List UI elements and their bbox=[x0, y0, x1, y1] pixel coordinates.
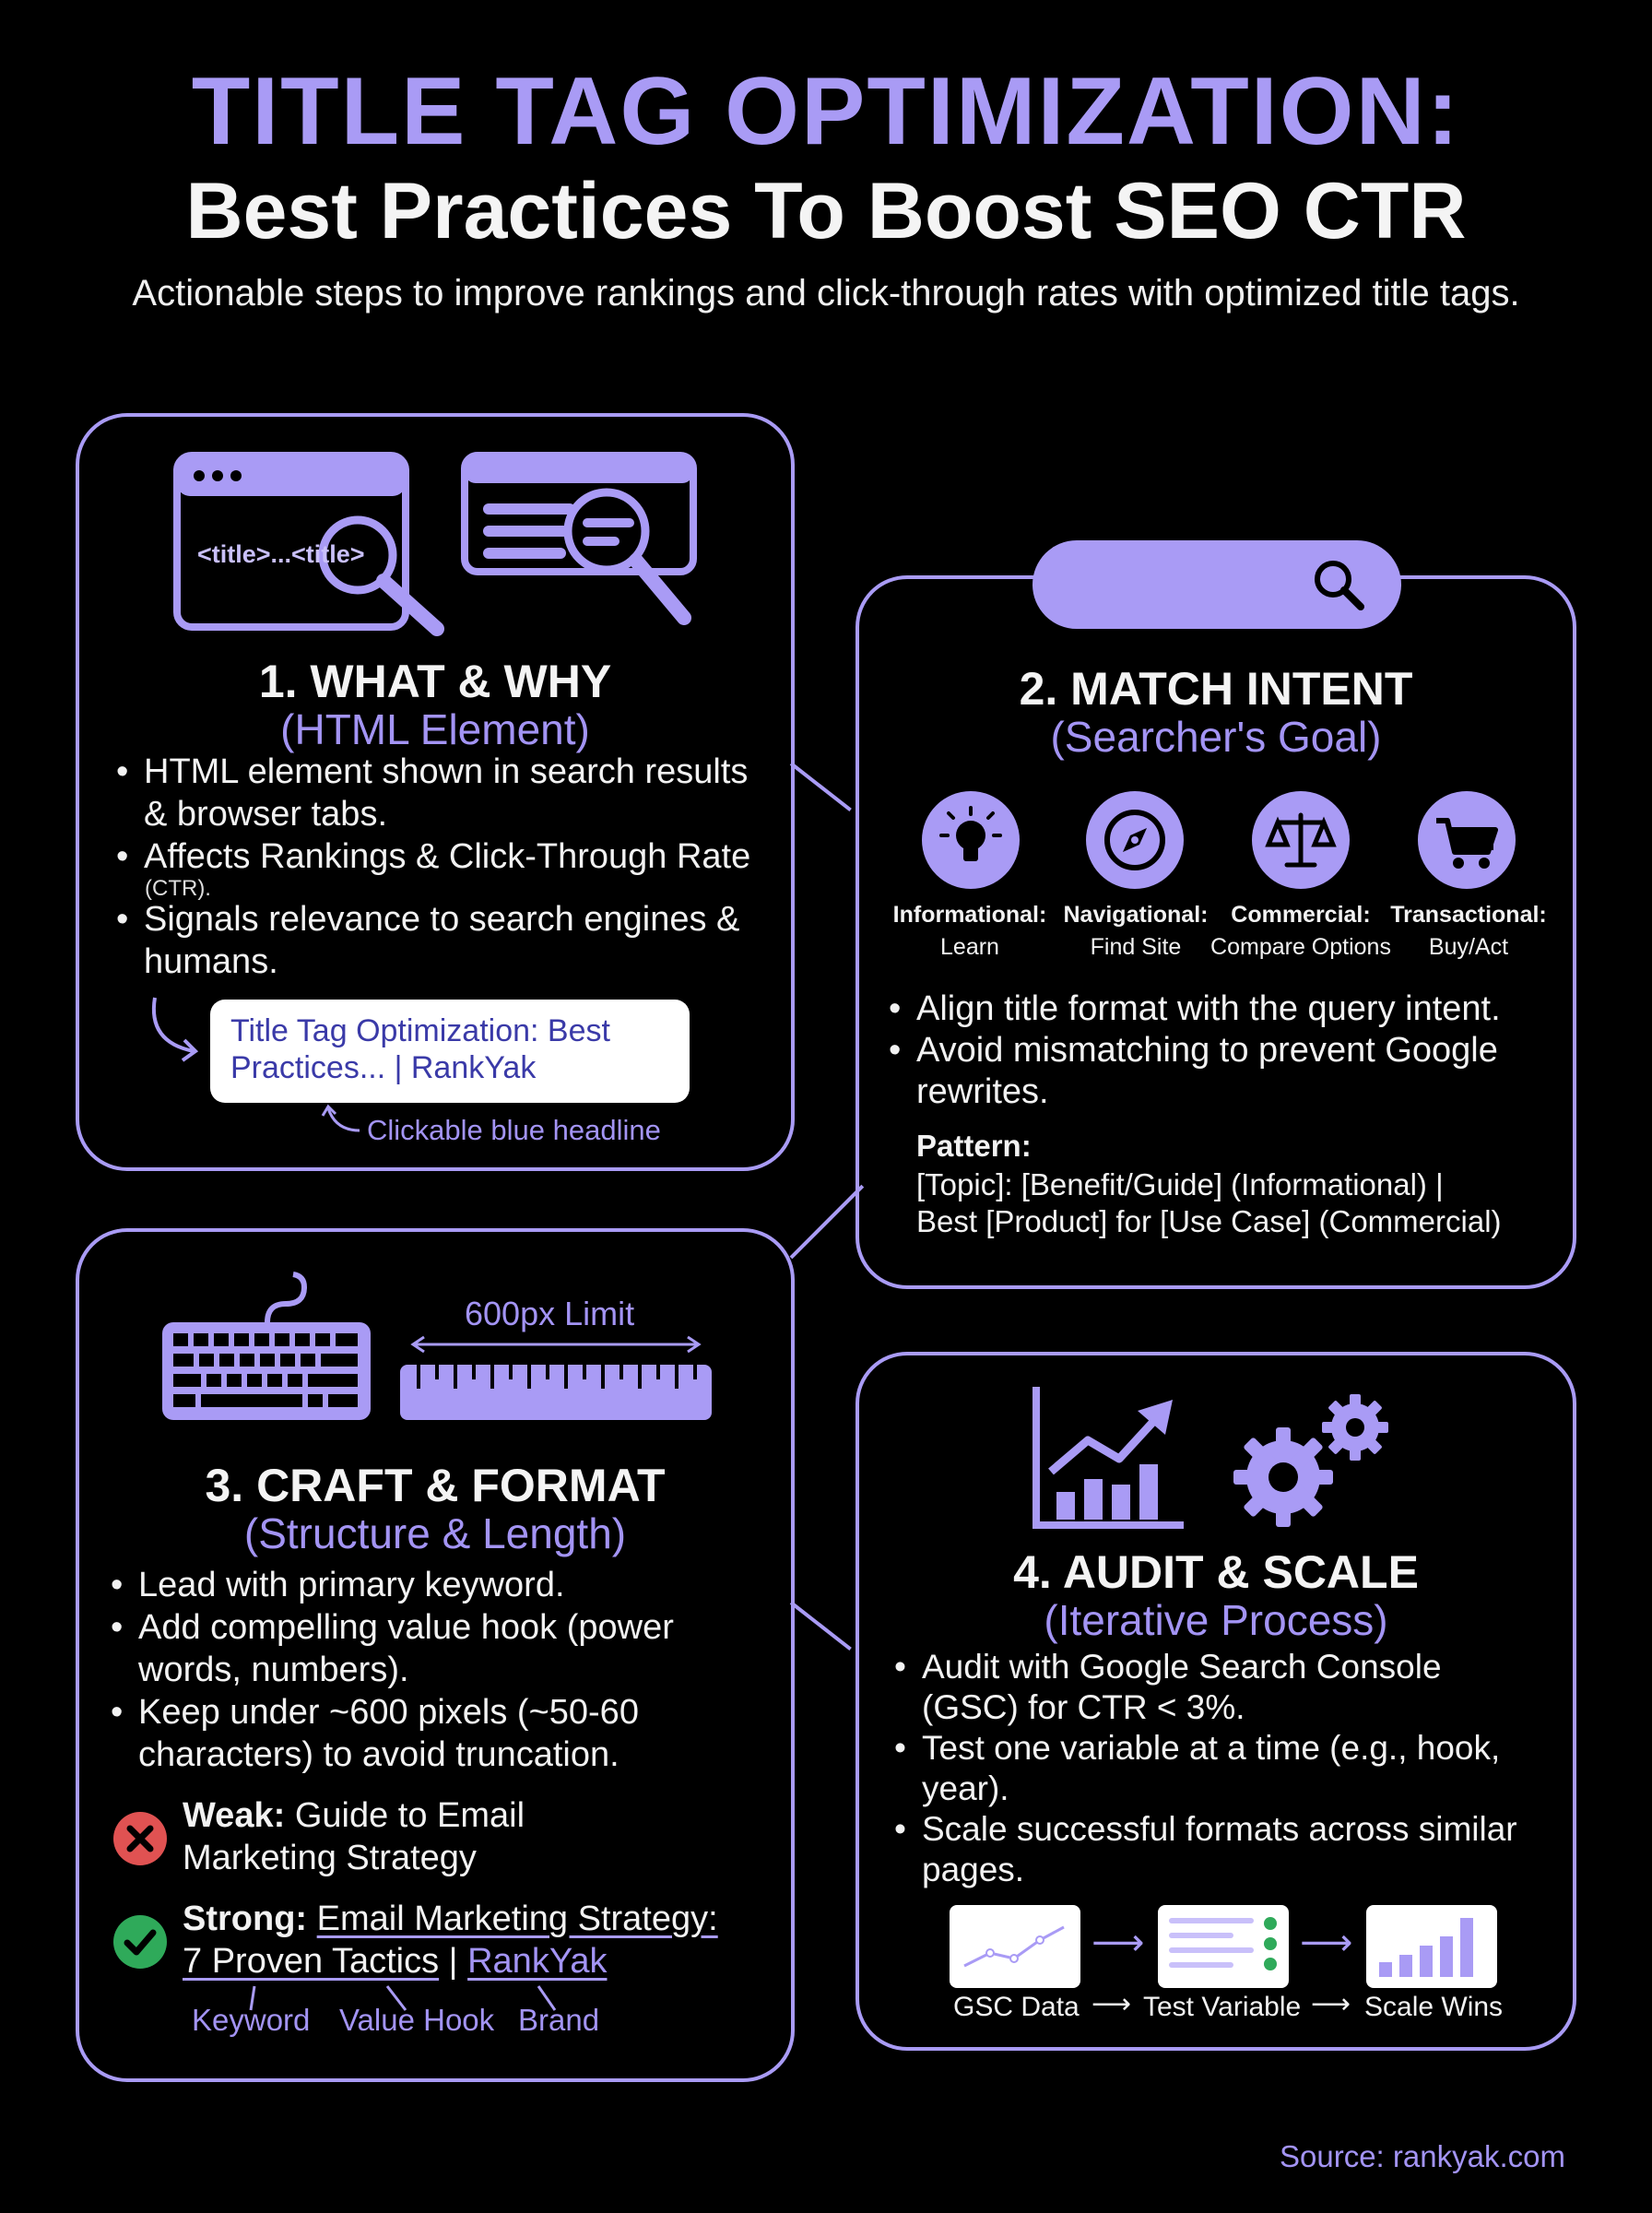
serp-caption: Clickable blue headline bbox=[367, 1114, 661, 1146]
ctr-note: (CTR). bbox=[145, 876, 211, 901]
weak-text-2: Marketing Strategy bbox=[183, 1839, 477, 1877]
card3-heading: 3. CRAFT & FORMAT bbox=[205, 1460, 666, 1511]
card4-bullets: Audit with Google Search Console (GSC) f… bbox=[894, 1647, 1540, 1890]
strong-text-1: Email Marketing Strategy: bbox=[316, 1899, 718, 1938]
cart-icon bbox=[1418, 791, 1516, 889]
annotation-lines bbox=[249, 1985, 557, 2011]
flow-label-scale-wins: Scale Wins bbox=[1364, 1992, 1504, 2022]
intent-commercial: Commercial: Compare Options bbox=[1210, 902, 1391, 960]
code-title-text: <title>...<title> bbox=[197, 540, 365, 568]
weak-text-1: Guide to Email bbox=[294, 1796, 525, 1835]
strong-example: Strong: Email Marketing Strategy: 7 Prov… bbox=[183, 1898, 718, 1982]
browser-code-icon bbox=[173, 452, 444, 636]
strong-hook: 7 Proven Tactics bbox=[183, 1942, 440, 1981]
limit-label: 600px Limit bbox=[465, 1295, 635, 1332]
card-audit-scale bbox=[856, 1352, 1576, 2051]
annotation-value-hook: Value Hook bbox=[339, 2003, 495, 2037]
card4-subheading: (Iterative Process) bbox=[1044, 1596, 1388, 1644]
flow-label-gsc-data: GSC Data bbox=[953, 1992, 1080, 2022]
keyboard-icon bbox=[162, 1272, 371, 1420]
list-item: Test one variable at a time (e.g., hook,… bbox=[894, 1728, 1540, 1809]
list-item: Lead with primary keyword. bbox=[111, 1564, 728, 1606]
pattern-line-1: [Topic]: [Benefit/Guide] (Informational)… bbox=[916, 1167, 1444, 1201]
list-item: Audit with Google Search Console (GSC) f… bbox=[894, 1647, 1540, 1728]
list-item: Affects Rankings & Click-Through Rate bbox=[116, 835, 780, 878]
gsc-data-thumbnail bbox=[950, 1905, 1080, 1988]
scales-icon bbox=[1252, 791, 1350, 889]
card1-heading: 1. WHAT & WHY bbox=[258, 656, 612, 707]
connector-line bbox=[789, 762, 852, 812]
connector-line bbox=[789, 1601, 852, 1651]
scale-wins-thumbnail bbox=[1366, 1905, 1497, 1988]
flow-label-test-variable: Test Variable bbox=[1143, 1992, 1302, 2022]
card2-bullets: Align title format with the query intent… bbox=[889, 988, 1525, 1113]
intent-navigational: Navigational: Find Site bbox=[1063, 902, 1209, 960]
annotation-brand: Brand bbox=[518, 2003, 600, 2037]
weak-example: Weak: Guide to Email Marketing Strategy bbox=[183, 1794, 525, 1879]
flow-arrow-2: ⟶ bbox=[1300, 1923, 1353, 1963]
small-curved-arrow-icon bbox=[321, 1104, 360, 1132]
serp-title-example[interactable]: Title Tag Optimization: Best Practices..… bbox=[210, 1000, 690, 1103]
source-credit: Source: rankyak.com bbox=[1280, 2139, 1565, 2173]
connector-line bbox=[789, 1184, 865, 1260]
card2-heading: 2. MATCH INTENT bbox=[1019, 663, 1413, 715]
card-craft-format bbox=[76, 1228, 795, 2082]
growth-chart-icon bbox=[1032, 1387, 1184, 1529]
search-results-icon bbox=[461, 452, 697, 625]
lightbulb-icon bbox=[922, 791, 1020, 889]
serp-title-text: Title Tag Optimization: Best Practices..… bbox=[230, 1013, 610, 1085]
gears-icon bbox=[1233, 1394, 1388, 1527]
page-subtitle: Best Practices To Boost SEO CTR bbox=[185, 167, 1467, 255]
flow-arrow-1: ⟶ bbox=[1092, 1923, 1145, 1963]
strong-brand: RankYak bbox=[467, 1942, 608, 1981]
check-success-icon bbox=[113, 1915, 167, 1969]
card2-subheading: (Searcher's Goal) bbox=[1050, 713, 1382, 761]
intent-informational: Informational: Learn bbox=[892, 902, 1047, 960]
card1-bullets: HTML element shown in search results & b… bbox=[116, 751, 780, 983]
ruler-icon bbox=[400, 1335, 712, 1420]
list-item: Signals relevance to search engines & hu… bbox=[116, 898, 780, 983]
card4-heading: 4. AUDIT & SCALE bbox=[1013, 1546, 1419, 1598]
search-bar[interactable] bbox=[1032, 540, 1401, 629]
flow-label-arrow-1: ⟶ bbox=[1092, 1989, 1132, 2019]
page-title: TITLE TAG OPTIMIZATION: bbox=[191, 58, 1461, 165]
flow-label-arrow-2: ⟶ bbox=[1311, 1989, 1351, 2019]
curved-arrow-icon bbox=[151, 997, 199, 1062]
list-item: Add compelling value hook (power words, … bbox=[111, 1606, 728, 1691]
strong-label: Strong: bbox=[183, 1899, 308, 1938]
intent-transactional: Transactional: Buy/Act bbox=[1390, 902, 1547, 960]
list-item: Scale successful formats across similar … bbox=[894, 1809, 1540, 1890]
card3-subheading: (Structure & Length) bbox=[243, 1509, 627, 1557]
page-tagline: Actionable steps to improve rankings and… bbox=[132, 273, 1520, 314]
test-variable-thumbnail bbox=[1158, 1905, 1289, 1988]
card3-bullets: Lead with primary keyword. Add compellin… bbox=[111, 1564, 728, 1776]
list-item: Keep under ~600 pixels (~50-60 character… bbox=[111, 1691, 728, 1776]
weak-label: Weak: bbox=[183, 1796, 286, 1835]
pattern-line-2: Best [Product] for [Use Case] (Commercia… bbox=[916, 1204, 1502, 1238]
list-item: HTML element shown in search results & b… bbox=[116, 751, 780, 835]
strong-separator: | bbox=[448, 1942, 458, 1981]
x-error-icon bbox=[113, 1812, 167, 1865]
compass-icon bbox=[1086, 791, 1184, 889]
card-what-why bbox=[76, 413, 795, 1171]
card1-subheading: (HTML Element) bbox=[280, 705, 590, 753]
list-item: Avoid mismatching to prevent Google rewr… bbox=[889, 1030, 1525, 1113]
list-item: Align title format with the query intent… bbox=[889, 988, 1525, 1030]
pattern-label: Pattern: bbox=[916, 1129, 1032, 1163]
annotation-keyword: Keyword bbox=[192, 2003, 311, 2037]
search-icon bbox=[1315, 561, 1364, 610]
